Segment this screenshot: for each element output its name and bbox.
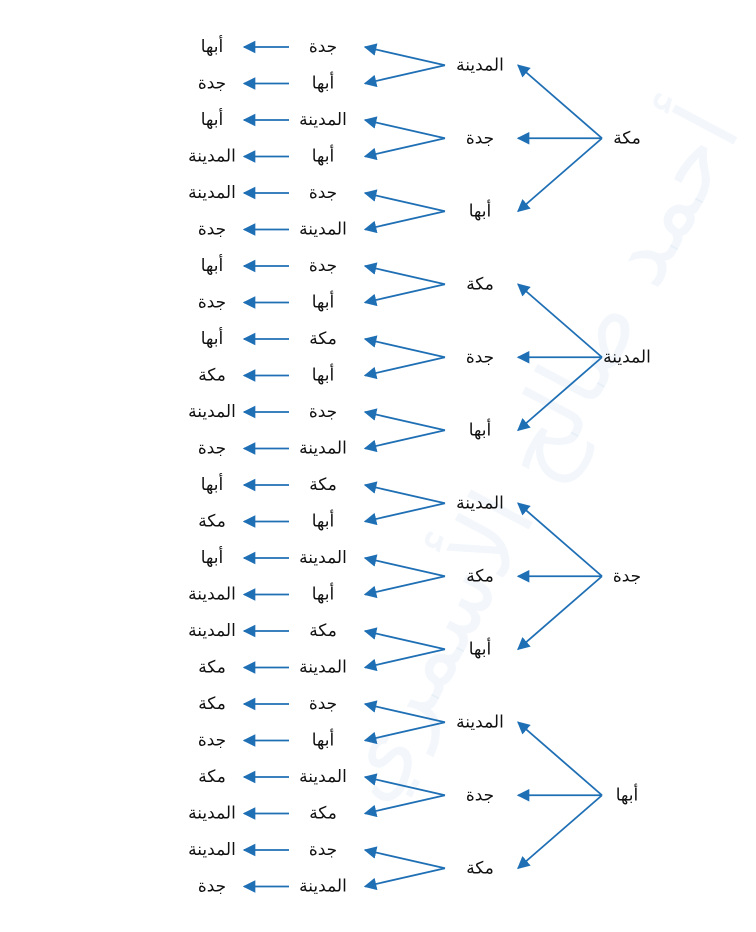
leaf-end-label: جدة (198, 74, 226, 94)
leaf-mid-label: جدة (309, 694, 337, 714)
branch-to-leaf-arrow (363, 554, 446, 578)
branch-label: مكة (466, 858, 494, 878)
branch-to-leaf-arrow (363, 481, 446, 505)
root-label: جدة (613, 566, 641, 586)
branch-to-leaf-arrow (363, 43, 446, 67)
leaf-mid-label: المدينة (299, 220, 347, 240)
branch-to-leaf-arrow (363, 116, 446, 140)
branch-to-leaf-arrow (363, 356, 446, 380)
leaf-end-label: جدة (198, 293, 226, 313)
branch-label: جدة (466, 347, 494, 367)
branch-to-leaf-arrow (363, 627, 446, 651)
leaf-end-label: أبها (201, 35, 223, 57)
branch-to-leaf-arrow (363, 335, 446, 359)
branch-to-leaf-arrow (363, 867, 446, 891)
leaf-mid-label: المدينة (299, 767, 347, 787)
leaf-end-label: مكة (198, 366, 226, 386)
leaf-end-label: أبها (201, 473, 223, 495)
leaf-mid-label: مكة (309, 804, 337, 824)
leaf-mid-label: أبها (312, 583, 334, 605)
root-to-branch-arrow (517, 283, 603, 358)
leaf-end-label: المدينة (188, 621, 236, 641)
leaf-end-label: المدينة (188, 804, 236, 824)
branch-to-leaf-arrow (363, 846, 446, 870)
leaf-mid-label: المدينة (299, 439, 347, 459)
branch-label: جدة (466, 128, 494, 148)
root-to-branch-arrow (517, 64, 603, 139)
leaf-end-label: أبها (201, 108, 223, 130)
leaf-end-label: جدة (198, 439, 226, 459)
branch-label: المدينة (456, 712, 504, 732)
leaf-end-label: المدينة (188, 840, 236, 860)
leaf-mid-label: مكة (309, 621, 337, 641)
branch-to-leaf-arrow (363, 283, 446, 307)
root-label: مكة (613, 128, 641, 148)
branch-to-leaf-arrow (363, 648, 446, 672)
leaf-end-label: المدينة (188, 147, 236, 167)
leaf-end-label: المدينة (188, 402, 236, 422)
branch-to-leaf-arrow (363, 794, 446, 818)
leaf-end-label: أبها (201, 546, 223, 568)
leaf-mid-label: مكة (309, 329, 337, 349)
branch-label: المدينة (456, 55, 504, 75)
branch-to-leaf-arrow (363, 262, 446, 286)
leaf-end-label: المدينة (188, 585, 236, 605)
branch-label: أبها (469, 199, 491, 221)
branch-label: المدينة (456, 493, 504, 513)
root-to-branch-arrow (517, 502, 603, 577)
branch-to-leaf-arrow (363, 137, 446, 161)
leaf-end-label: مكة (198, 694, 226, 714)
branch-to-leaf-arrow (363, 210, 446, 234)
branch-label: أبها (469, 637, 491, 659)
root-label: المدينة (603, 347, 651, 367)
branch-to-leaf-arrow (363, 773, 446, 797)
leaf-end-label: المدينة (188, 183, 236, 203)
leaf-mid-label: أبها (312, 72, 334, 94)
branch-to-leaf-arrow (363, 502, 446, 526)
leaf-end-label: مكة (198, 512, 226, 532)
branch-label: جدة (466, 785, 494, 805)
root-to-branch-arrow (517, 721, 603, 796)
root-to-branch-arrow (517, 356, 603, 432)
leaf-mid-label: أبها (312, 510, 334, 532)
leaf-mid-label: جدة (309, 840, 337, 860)
branch-to-leaf-arrow (363, 575, 446, 599)
branch-label: مكة (466, 566, 494, 586)
leaf-mid-label: جدة (309, 402, 337, 422)
branch-label: أبها (469, 418, 491, 440)
leaf-end-label: مكة (198, 767, 226, 787)
leaf-end-label: أبها (201, 254, 223, 276)
leaf-end-label: جدة (198, 877, 226, 897)
branch-to-leaf-arrow (363, 429, 446, 453)
leaf-mid-label: أبها (312, 291, 334, 313)
branch-to-leaf-arrow (363, 64, 446, 88)
leaf-end-label: أبها (201, 327, 223, 349)
leaf-mid-label: جدة (309, 256, 337, 276)
leaf-mid-label: أبها (312, 145, 334, 167)
leaf-mid-label: أبها (312, 364, 334, 386)
branch-to-leaf-arrow (363, 408, 446, 432)
branch-label: مكة (466, 274, 494, 294)
leaf-mid-label: جدة (309, 37, 337, 57)
leaf-mid-label: مكة (309, 475, 337, 495)
leaf-mid-label: أبها (312, 729, 334, 751)
branch-to-leaf-arrow (363, 721, 446, 745)
root-label: أبها (616, 783, 638, 805)
root-to-branch-arrow (517, 137, 603, 213)
leaf-mid-label: المدينة (299, 110, 347, 130)
leaf-mid-label: جدة (309, 183, 337, 203)
branch-to-leaf-arrow (363, 700, 446, 724)
root-to-branch-arrow (517, 794, 603, 870)
leaf-end-label: مكة (198, 658, 226, 678)
root-to-branch-arrow (517, 575, 603, 651)
leaf-mid-label: المدينة (299, 548, 347, 568)
leaf-end-label: جدة (198, 731, 226, 751)
leaf-end-label: جدة (198, 220, 226, 240)
leaf-mid-label: المدينة (299, 877, 347, 897)
branch-to-leaf-arrow (363, 189, 446, 213)
leaf-mid-label: المدينة (299, 658, 347, 678)
